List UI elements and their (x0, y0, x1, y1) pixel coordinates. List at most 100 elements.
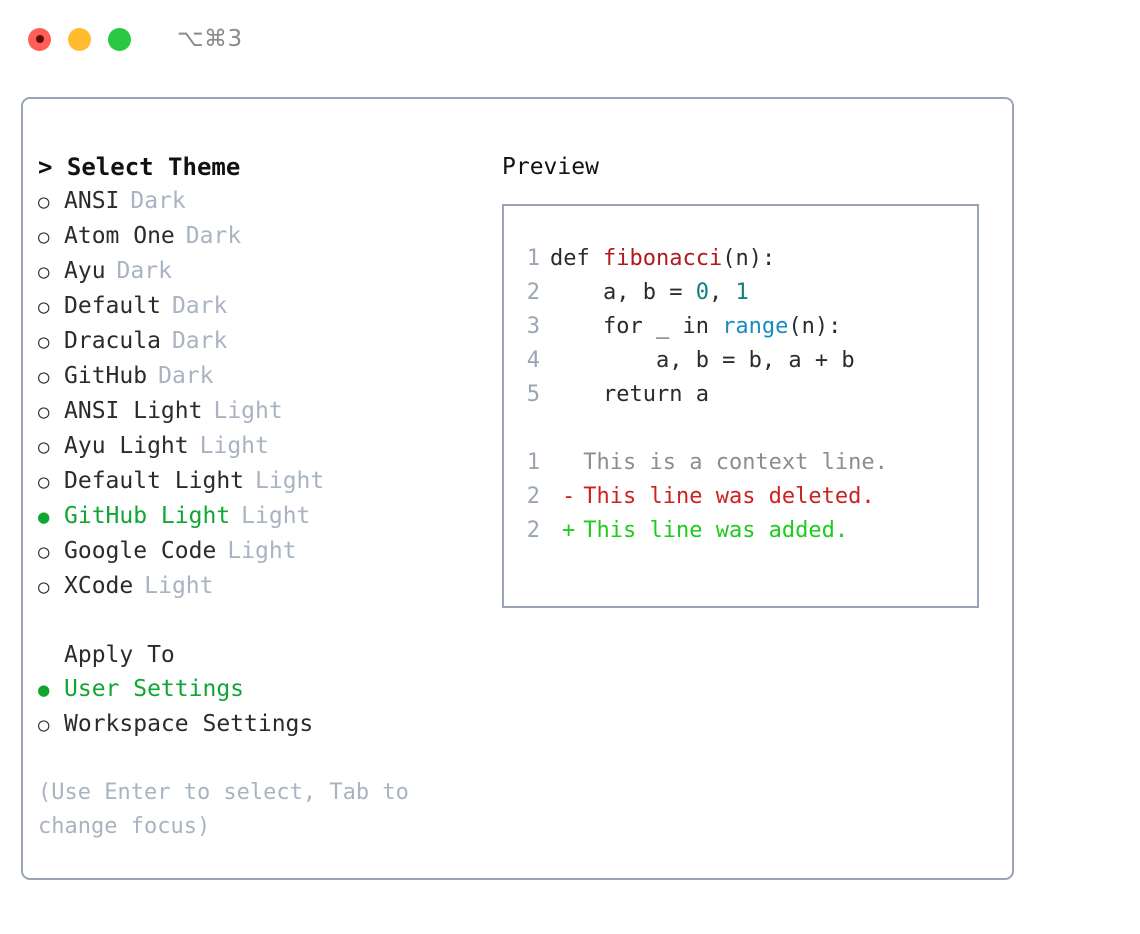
line-number: 2 (526, 280, 540, 305)
code-token-call: range (722, 314, 789, 339)
line-number: 1 (526, 246, 540, 271)
line-number: 2 (526, 484, 540, 509)
radio-unselected-icon: ○ (38, 471, 50, 493)
theme-option-github[interactable]: ○ GitHub Dark (38, 359, 478, 394)
diff-sample: 1 This is a context line.2-This line was… (504, 446, 977, 548)
theme-option-github-light[interactable]: ● GitHub Light Light (38, 499, 478, 534)
theme-option-label: Ayu Light (64, 433, 189, 459)
radio-unselected-icon: ○ (38, 541, 50, 563)
code-line-text: a, b = 0, 1 (550, 276, 749, 310)
diff-sign (550, 446, 583, 480)
diff-line-deleted: 2-This line was deleted. (504, 480, 977, 514)
line-number: 1 (526, 450, 540, 475)
code-token-plain: return a (550, 382, 709, 407)
radio-unselected-icon: ○ (38, 401, 50, 423)
theme-option-label: ANSI (64, 188, 120, 214)
code-line: 1 def fibonacci(n): (504, 242, 977, 276)
theme-option-label: GitHub Light (64, 503, 231, 529)
code-diff-separator (504, 412, 977, 446)
theme-variant-tag: Dark (171, 293, 228, 319)
theme-option-label: Google Code (64, 538, 217, 564)
diff-sign: - (562, 484, 576, 509)
diff-line-text: This line was deleted. (583, 484, 875, 509)
theme-variant-tag: Light (213, 398, 283, 424)
theme-option-label: XCode (64, 573, 134, 599)
radio-unselected-icon: ○ (38, 366, 50, 388)
line-number: 3 (526, 314, 540, 339)
line-number: 5 (526, 382, 540, 407)
radio-unselected-icon: ○ (38, 436, 50, 458)
theme-option-default[interactable]: ○ Default Dark (38, 289, 478, 324)
preview-heading: Preview (502, 154, 599, 180)
apply-to-heading: Apply To (64, 642, 175, 668)
theme-option-label: GitHub (64, 363, 148, 389)
close-button[interactable] (28, 27, 51, 51)
code-token-plain: , (708, 280, 736, 305)
code-token-plain: def (550, 246, 603, 271)
keyboard-shortcut-label: ⌥⌘3 (177, 26, 243, 52)
theme-variant-tag: Dark (171, 328, 228, 354)
code-token-fn: fibonacci (602, 246, 723, 271)
code-line-text: def fibonacci(n): (550, 242, 775, 276)
radio-unselected-icon: ○ (38, 226, 50, 248)
code-line-text: return a (550, 378, 709, 412)
line-number: 2 (526, 518, 540, 543)
radio-unselected-icon: ○ (38, 296, 50, 318)
code-line-text: a, b = b, a + b (550, 344, 855, 378)
theme-variant-tag: Light (227, 538, 297, 564)
code-token-plain: for _ in (550, 314, 723, 339)
code-line: 2 a, b = 0, 1 (504, 276, 977, 310)
theme-option-label: Default Light (64, 468, 245, 494)
theme-option-xcode[interactable]: ○ XCode Light (38, 569, 478, 604)
theme-option-google-code[interactable]: ○ Google Code Light (38, 534, 478, 569)
theme-option-ayu-light[interactable]: ○ Ayu Light Light (38, 429, 478, 464)
theme-option-atom-one[interactable]: ○ Atom One Dark (38, 219, 478, 254)
theme-variant-tag: Dark (116, 258, 172, 284)
keyboard-hint-text: (Use Enter to select, Tab to change focu… (38, 780, 409, 839)
theme-variant-tag: Dark (185, 223, 242, 249)
apply-to-option-label: User Settings (64, 676, 245, 702)
theme-variant-tag: Dark (158, 363, 214, 389)
radio-unselected-icon: ○ (38, 576, 50, 598)
diff-sign: + (562, 518, 576, 543)
diff-line-context: 1 This is a context line. (504, 446, 977, 480)
code-token-plain: a, b = (550, 280, 696, 305)
radio-unselected-icon: ○ (38, 191, 50, 213)
theme-option-label: Atom One (64, 223, 175, 249)
minimize-button[interactable] (68, 27, 91, 51)
theme-variant-tag: Light (199, 433, 269, 459)
code-line: 5 return a (504, 378, 977, 412)
radio-selected-icon: ● (38, 506, 50, 528)
code-token-plain: a, b = b, a + b (550, 348, 855, 373)
apply-to-option-label: Workspace Settings (64, 711, 314, 737)
code-line: 3 for _ in range(n): (504, 310, 977, 344)
spacer (38, 604, 478, 638)
theme-variant-tag: Light (241, 503, 311, 529)
line-number: 4 (526, 348, 540, 373)
theme-variant-tag: Light (144, 573, 214, 599)
window-controls (28, 27, 131, 51)
code-line-text: for _ in range(n): (550, 310, 841, 344)
theme-option-label: Dracula (64, 328, 161, 354)
zoom-button[interactable] (108, 27, 131, 51)
theme-option-label: Default (64, 293, 161, 319)
radio-unselected-icon: ○ (38, 261, 50, 283)
code-token-plain: (n): (788, 314, 842, 339)
code-token-num: 0 (695, 280, 709, 305)
apply-to-radio-group[interactable]: ● User Settings ○Workspace Settings (38, 672, 478, 742)
title-bar: ⌥⌘3 (0, 0, 1140, 78)
code-token-num: 1 (735, 280, 749, 305)
apply-to-option-workspace-settings[interactable]: ○Workspace Settings (38, 707, 478, 742)
radio-selected-icon: ● (38, 679, 50, 701)
apply-to-option-user-settings[interactable]: ● User Settings (38, 672, 478, 707)
